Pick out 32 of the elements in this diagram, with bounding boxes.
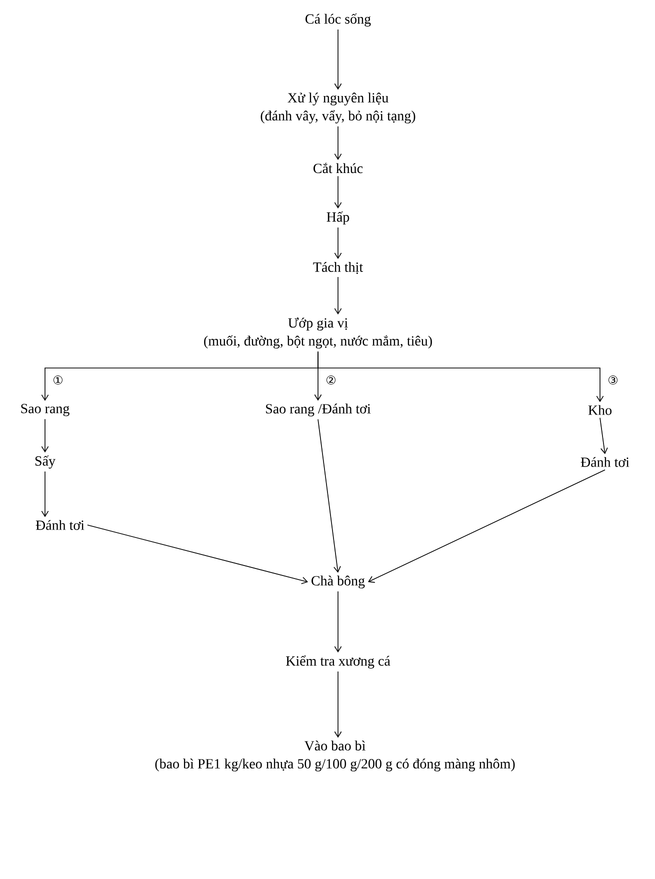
step-text: Xử lý nguyên liệu (đánh vây, vẩy, bỏ nội tạng): [260, 92, 416, 124]
step-text: Hấp: [326, 211, 350, 225]
edge-label: ①: [54, 376, 62, 384]
step-text: Cá lóc sống: [306, 13, 371, 27]
arrow: [334, 126, 342, 160]
arrow: [318, 351, 604, 402]
step-text: Kiểm tra xương cá: [286, 655, 390, 669]
step-text: Tách thịt: [313, 262, 363, 274]
arrow: [368, 469, 606, 583]
edge-label: ③: [608, 376, 618, 384]
arrow: [87, 524, 308, 584]
step-text: Đánh tơi: [36, 520, 84, 530]
step-text: Cắt khúc: [313, 162, 363, 174]
arrow: [334, 276, 342, 315]
arrow: [334, 29, 342, 90]
edge-label: ②: [326, 376, 336, 384]
step-text: Ướp gia vị (muối, đường, bột ngọt, nước mắm, tiêu): [204, 318, 432, 348]
arrow: [41, 471, 49, 518]
step-text: Đánh tơi: [580, 457, 630, 467]
arrow: [41, 418, 49, 452]
arrow: [334, 671, 342, 738]
step-text: Sấy: [35, 455, 56, 469]
arrow: [334, 227, 342, 260]
step-text: Sao rang: [21, 404, 70, 416]
step-text: Vào bao bì (bao bì PE1 kg/keo nhựa 50 g/100 g/200 g có đóng màng nhôm): [155, 740, 515, 772]
step-text: Kho: [588, 405, 612, 415]
arrow: [318, 418, 341, 573]
step-text: Chà bông: [312, 576, 365, 588]
arrow: [600, 417, 608, 454]
arrow: [334, 176, 342, 209]
step-text: Sao rang /Đánh tơi: [266, 404, 371, 416]
arrow: [334, 590, 342, 652]
